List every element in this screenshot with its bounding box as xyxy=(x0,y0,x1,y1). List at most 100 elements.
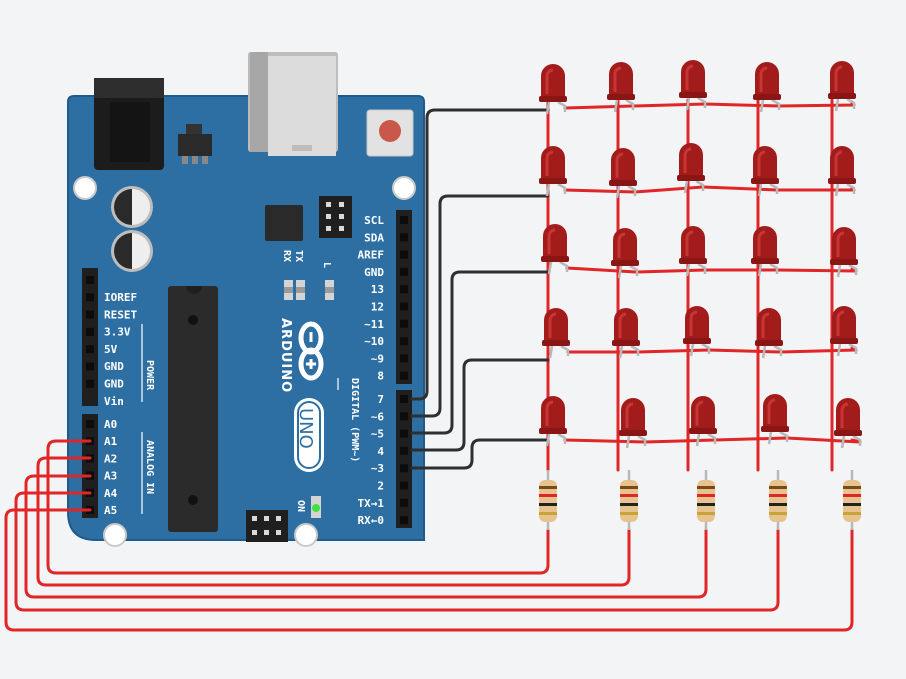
analog-header xyxy=(82,414,98,518)
pin-socket[interactable] xyxy=(86,379,94,388)
led[interactable] xyxy=(828,146,856,197)
pin-socket[interactable] xyxy=(400,302,408,311)
row-wire[interactable] xyxy=(563,101,856,110)
signal-wire[interactable] xyxy=(410,270,550,435)
led[interactable] xyxy=(607,62,635,113)
arduino-board: RX TX L ON ARDUINO UNO xyxy=(67,52,425,547)
pin-socket[interactable] xyxy=(400,337,408,346)
led[interactable] xyxy=(611,228,639,279)
pin-socket[interactable] xyxy=(400,464,408,473)
led[interactable] xyxy=(755,308,783,359)
led[interactable] xyxy=(834,398,862,449)
pin-label: GND xyxy=(364,266,384,279)
pin-socket[interactable] xyxy=(400,412,408,421)
pin-label: 13 xyxy=(371,283,384,296)
analog-wire[interactable] xyxy=(14,491,780,612)
pin-socket[interactable] xyxy=(86,276,94,284)
arduino-logo xyxy=(298,321,324,381)
row-wire[interactable] xyxy=(566,346,858,354)
power-group-label: POWER xyxy=(144,360,155,391)
reset-button[interactable] xyxy=(366,109,414,157)
pin-socket[interactable] xyxy=(86,327,94,336)
led[interactable] xyxy=(541,224,569,275)
resistor[interactable] xyxy=(620,470,638,530)
row-wire[interactable] xyxy=(565,266,858,274)
pin-socket[interactable] xyxy=(86,310,94,319)
pin-socket[interactable] xyxy=(400,371,408,380)
icsp-header xyxy=(319,196,352,238)
pin-socket[interactable] xyxy=(400,395,408,403)
pin-label: A1 xyxy=(104,435,118,448)
signal-wire[interactable] xyxy=(410,194,550,418)
led[interactable] xyxy=(751,226,779,277)
pin-socket[interactable] xyxy=(400,498,408,507)
pin-socket[interactable] xyxy=(86,420,94,428)
led[interactable] xyxy=(539,64,567,115)
brand-label: ARDUINO xyxy=(278,318,293,393)
led[interactable] xyxy=(828,61,856,112)
resistor[interactable] xyxy=(539,470,557,530)
mounting-hole xyxy=(103,523,127,547)
resistors xyxy=(539,470,861,530)
microcontroller xyxy=(168,286,218,532)
led[interactable] xyxy=(830,306,858,357)
pin-label: Vin xyxy=(104,395,124,408)
pin-socket[interactable] xyxy=(86,362,94,371)
analog-wire[interactable] xyxy=(46,439,550,575)
resistor[interactable] xyxy=(843,470,861,530)
pin-socket[interactable] xyxy=(400,429,408,438)
pin-label: GND xyxy=(104,378,124,391)
pin-socket[interactable] xyxy=(400,250,408,259)
mounting-hole xyxy=(73,176,97,200)
led[interactable] xyxy=(679,60,707,111)
pin-label: A2 xyxy=(104,452,117,465)
led[interactable] xyxy=(753,62,781,113)
led[interactable] xyxy=(751,146,779,197)
led[interactable] xyxy=(619,398,647,449)
mounting-hole xyxy=(294,523,318,547)
pin-socket[interactable] xyxy=(400,216,408,224)
pin-socket[interactable] xyxy=(400,319,408,328)
led[interactable] xyxy=(679,226,707,277)
pin-socket[interactable] xyxy=(400,285,408,294)
pin-socket[interactable] xyxy=(400,516,408,525)
resistor[interactable] xyxy=(769,470,787,530)
analog-wire[interactable] xyxy=(36,456,631,587)
pin-label: AREF xyxy=(358,249,385,262)
pin-socket[interactable] xyxy=(86,293,94,302)
pin-socket[interactable] xyxy=(86,345,94,354)
analog-wire[interactable] xyxy=(24,474,708,599)
led[interactable] xyxy=(612,308,640,359)
led[interactable] xyxy=(677,143,705,194)
pin-label: 5V xyxy=(104,343,118,356)
led[interactable] xyxy=(683,306,711,357)
pin-socket[interactable] xyxy=(400,481,408,490)
row-wire[interactable] xyxy=(563,436,862,444)
led[interactable] xyxy=(539,396,567,447)
resistor[interactable] xyxy=(697,470,715,530)
pin-socket[interactable] xyxy=(400,354,408,363)
model-label: UNO xyxy=(295,408,316,449)
pin-socket[interactable] xyxy=(400,267,408,276)
led[interactable] xyxy=(689,396,717,447)
row-wire[interactable] xyxy=(563,185,856,194)
led[interactable] xyxy=(830,227,858,278)
pin-label: SDA xyxy=(364,231,384,244)
pin-socket[interactable] xyxy=(400,446,408,455)
signal-wire[interactable] xyxy=(410,358,550,452)
led[interactable] xyxy=(609,148,637,199)
usb-chip xyxy=(265,205,303,241)
signal-wire[interactable] xyxy=(410,108,550,401)
led[interactable] xyxy=(539,146,567,197)
led[interactable] xyxy=(761,394,789,445)
pin-label: ~11 xyxy=(364,318,384,331)
pin-socket[interactable] xyxy=(400,233,408,242)
pin-label: A5 xyxy=(104,504,117,517)
led[interactable] xyxy=(542,308,570,359)
analog-wire[interactable] xyxy=(4,508,854,632)
pin-label: TX→1 xyxy=(358,497,385,510)
signal-wire[interactable] xyxy=(410,438,550,470)
pin-label: A0 xyxy=(104,418,117,431)
